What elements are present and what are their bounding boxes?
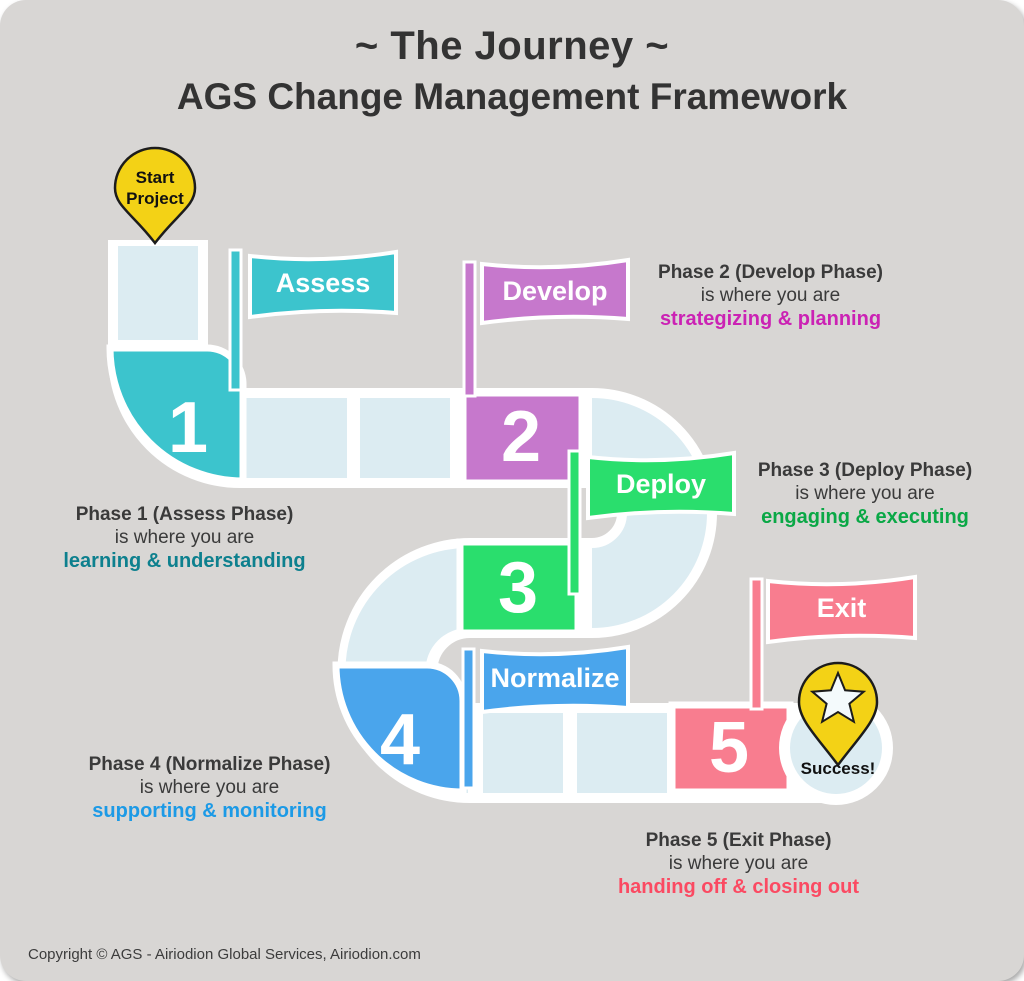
flag-pole-exit — [749, 577, 764, 711]
phase-5-heading: Phase 5 (Exit Phase) — [645, 830, 832, 851]
phase-4-keywords: supporting & monitoring — [92, 800, 327, 822]
success-pin-label: Success! — [800, 759, 876, 778]
flag-normalize — [480, 644, 630, 715]
flag-deploy — [586, 450, 736, 521]
flag-label-deploy: Deploy — [615, 468, 707, 499]
phase-2-keywords: strategizing & planning — [659, 308, 882, 330]
phase-4-description: Phase 4 (Normalize Phase) is where you a… — [37, 753, 382, 824]
phase-3-square — [456, 538, 582, 637]
tile-start-vertical — [118, 246, 198, 340]
phase-1-number: 1 — [167, 388, 209, 468]
flag-label-normalize: Normalize — [490, 662, 620, 693]
tile-l2 — [577, 713, 667, 793]
success-pin — [797, 661, 879, 768]
phase-5-description: Phase 5 (Exit Phase) is where you are ha… — [566, 829, 911, 900]
tile-h2 — [360, 398, 450, 478]
start-pin — [113, 146, 197, 246]
phase-3-keywords: engaging & executing — [761, 506, 969, 528]
flag-pole-deploy — [567, 449, 582, 596]
phase-4-line2: is where you are — [139, 777, 280, 798]
phase-2-heading: Phase 2 (Develop Phase) — [658, 262, 883, 283]
start-pin-label: Start Project — [97, 167, 213, 209]
phase-2-number: 2 — [500, 397, 542, 477]
phase-2-description: Phase 2 (Develop Phase) is where you are… — [598, 261, 943, 332]
tile-h1 — [246, 398, 347, 478]
phase-1-line2: is where you are — [114, 527, 255, 548]
phase-5-number: 5 — [708, 708, 750, 788]
phase-1-elbow — [106, 344, 247, 485]
flag-pole-develop — [462, 260, 477, 398]
phase-2-square — [459, 389, 586, 487]
flag-assess — [248, 249, 398, 320]
flag-pole-assess — [228, 248, 243, 392]
phase-1-description: Phase 1 (Assess Phase) is where you are … — [12, 503, 357, 574]
phase-1-heading: Phase 1 (Assess Phase) — [75, 504, 294, 525]
success-star-icon — [809, 670, 867, 724]
flag-label-develop: Develop — [502, 275, 608, 306]
phase-4-elbow — [332, 661, 467, 796]
tile-l1 — [483, 713, 563, 793]
flag-develop — [480, 257, 630, 326]
flag-label-exit: Exit — [816, 592, 867, 623]
flag-exit — [766, 574, 917, 645]
phase-3-description: Phase 3 (Deploy Phase) is where you are … — [690, 459, 1024, 530]
phase-4-heading: Phase 4 (Normalize Phase) — [88, 754, 331, 775]
phase-1-keywords: learning & understanding — [63, 550, 306, 572]
phase-2-line2: is where you are — [700, 285, 841, 306]
flag-pole-normalize — [461, 647, 476, 790]
phase-3-heading: Phase 3 (Deploy Phase) — [757, 460, 973, 481]
start-pin-line2: Project — [126, 189, 184, 208]
phase-3-number: 3 — [497, 548, 539, 628]
page-title: ~ The Journey ~ — [354, 24, 670, 68]
flag-label-assess: Assess — [275, 267, 371, 298]
phase-4-number: 4 — [379, 700, 421, 780]
phase-3-line2: is where you are — [795, 483, 935, 504]
copyright-notice: Copyright © AGS - Airiodion Global Servi… — [28, 946, 421, 963]
phase-5-keywords: handing off & closing out — [617, 876, 860, 898]
page-subtitle: AGS Change Management Framework — [176, 76, 848, 117]
start-pin-line1: Start — [135, 168, 175, 187]
phase-5-line2: is where you are — [668, 853, 809, 874]
